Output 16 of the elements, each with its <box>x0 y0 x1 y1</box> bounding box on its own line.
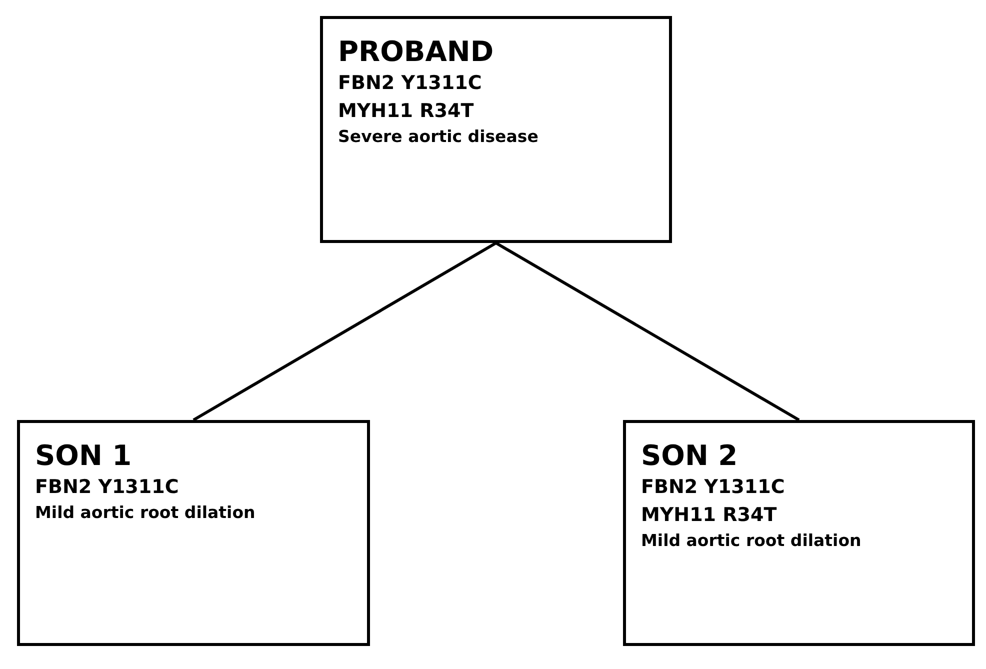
person-box <box>320 16 672 243</box>
person-box <box>623 420 975 646</box>
phenotype-text: Mild aortic root dilation <box>35 502 256 524</box>
connector-line <box>192 242 497 422</box>
phenotype-text: Mild aortic root dilation <box>641 530 862 552</box>
connector-line <box>495 242 800 422</box>
person-heading: SON 2 <box>641 439 738 473</box>
person-heading: SON 1 <box>35 439 132 473</box>
variant-text: FBN2 Y1311C <box>338 71 482 96</box>
variant-text: MYH11 R34T <box>338 99 474 124</box>
person-box <box>17 420 370 646</box>
phenotype-text: Severe aortic disease <box>338 126 538 148</box>
person-heading: PROBAND <box>338 35 494 69</box>
variant-text: MYH11 R34T <box>641 503 777 528</box>
variant-text: FBN2 Y1311C <box>641 475 785 500</box>
variant-text: FBN2 Y1311C <box>35 475 179 500</box>
